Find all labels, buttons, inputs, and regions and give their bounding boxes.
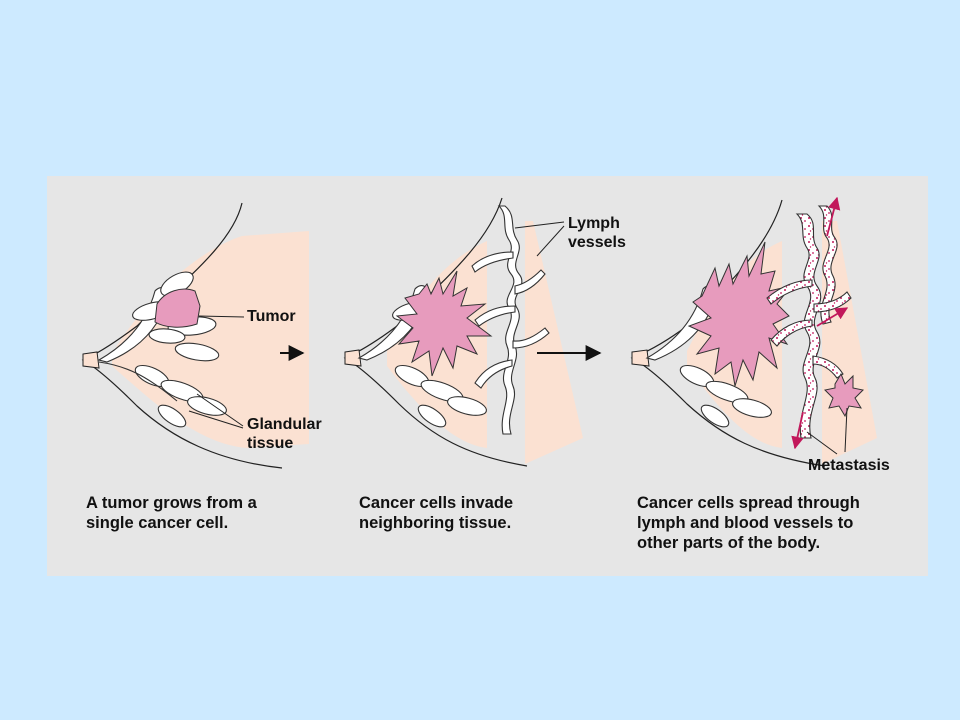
- stage-2-diagram: [343, 197, 602, 467]
- invading-tumor: [395, 270, 493, 377]
- nipple: [344, 349, 362, 367]
- lymph-region: [525, 221, 583, 464]
- metastasis-label: Metastasis: [808, 457, 890, 474]
- invading-tumor: [687, 241, 793, 387]
- glandular-leader-line-1: [196, 393, 244, 427]
- breast-fat-tissue: [112, 231, 309, 448]
- spread-arrow-right: [816, 307, 849, 327]
- spread-arrow-down: [791, 411, 804, 450]
- glandular-leader-line-2: [188, 410, 244, 429]
- metastasis-leader-line-1: [806, 431, 838, 455]
- lymph-vessels-label: Lymph vessels: [568, 215, 626, 251]
- stage-3-diagram: [630, 196, 877, 467]
- blood-lymph-vessels: [766, 205, 852, 439]
- stage-3-caption: Cancer cells spread through lymph and bl…: [637, 494, 860, 552]
- tumor: [154, 288, 201, 328]
- lymph-leader-line-2: [536, 225, 565, 257]
- stage-2-caption: Cancer cells invade neighboring tissue.: [359, 494, 514, 532]
- metastasis-leader-line-2: [844, 407, 848, 453]
- stage-1-diagram: [81, 202, 309, 469]
- breast-cancer-stages-diagram: [81, 196, 877, 469]
- tumor-leader-line: [198, 315, 245, 318]
- nipple: [82, 351, 100, 369]
- lymph-leader-line-1: [514, 221, 565, 229]
- tumor-label: Tumor: [247, 308, 296, 325]
- glandular-tissue-label: Glandular tissue: [247, 416, 322, 452]
- metastasis-tumor: [823, 372, 865, 418]
- stage-1-caption: A tumor grows from a single cancer cell.: [86, 494, 257, 532]
- nipple: [631, 349, 650, 367]
- spread-arrow-up: [826, 196, 841, 237]
- illustration-panel: Tumor Glandular tissue Lymph vessels Met…: [47, 176, 928, 576]
- lymph-vessels: [471, 205, 550, 435]
